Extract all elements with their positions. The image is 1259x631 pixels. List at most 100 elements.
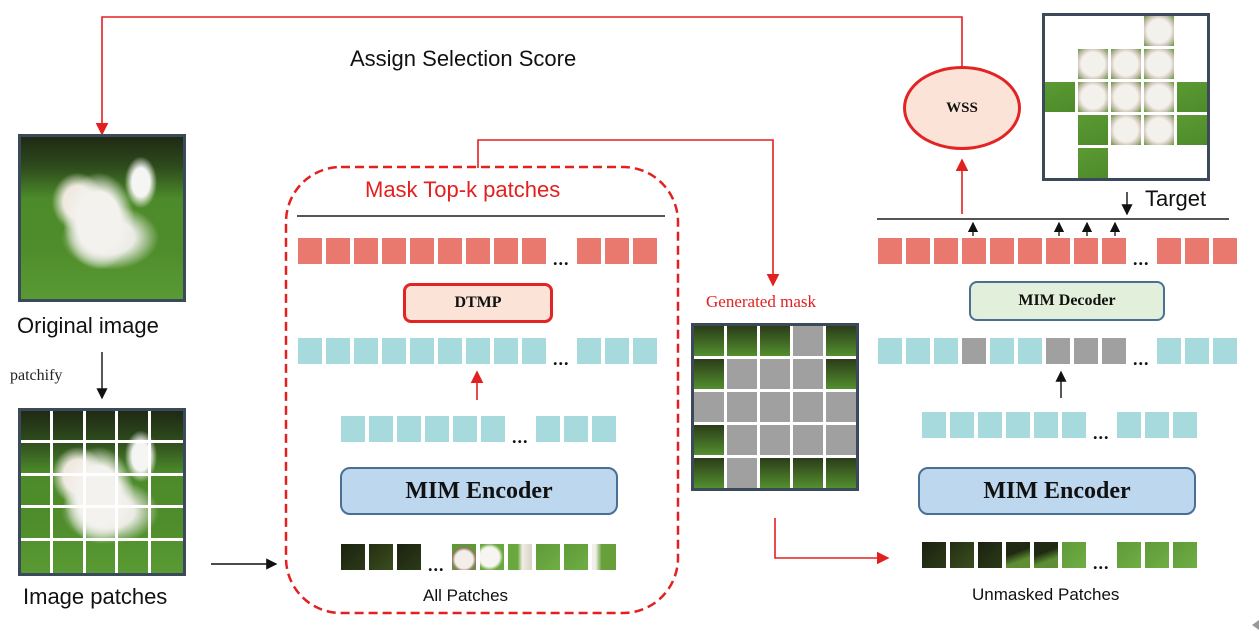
masked-patch [760, 392, 790, 422]
token [906, 338, 930, 364]
token [1006, 412, 1030, 438]
token [494, 238, 518, 264]
target-patch [1144, 115, 1174, 145]
token [1212, 238, 1237, 264]
token [1102, 238, 1126, 264]
image-patches [18, 408, 186, 576]
ellipsis: ... [1133, 249, 1150, 269]
masked-patch [826, 392, 856, 422]
ellipsis: ... [553, 349, 570, 369]
visible-patch [760, 326, 790, 356]
dtmp-input-row: ... [298, 338, 657, 369]
token [906, 238, 930, 264]
generated-mask [691, 323, 859, 491]
empty-patch [1111, 148, 1141, 178]
token [494, 338, 518, 364]
masked-scores-row: ... [298, 238, 657, 269]
token [354, 238, 378, 264]
target-patch [1144, 16, 1174, 46]
target-patch [1144, 49, 1174, 79]
token [1062, 412, 1086, 438]
masked-patch [760, 359, 790, 389]
token [962, 338, 986, 364]
mim-encoder-left[interactable]: MIM Encoder [340, 467, 618, 515]
token [1144, 542, 1169, 568]
token [604, 338, 629, 364]
token [1172, 542, 1197, 568]
empty-patch [1045, 115, 1075, 145]
masked-patch [826, 425, 856, 455]
empty-patch [1177, 49, 1207, 79]
masked-patch [793, 326, 823, 356]
token [962, 238, 986, 264]
dtmp-module[interactable]: DTMP [403, 283, 553, 323]
token [341, 416, 365, 442]
mim-encoder-label: MIM Encoder [405, 477, 553, 504]
target-patch [1111, 49, 1141, 79]
empty-patch [1177, 148, 1207, 178]
empty-patch [1045, 148, 1075, 178]
token [922, 412, 946, 438]
token [341, 544, 365, 570]
token [576, 338, 601, 364]
token [563, 416, 588, 442]
token [1062, 542, 1086, 568]
wss-module[interactable]: WSS [903, 66, 1021, 150]
mim-encoder-right-label: MIM Encoder [983, 477, 1131, 504]
diagram-title: Assign Selection Score [350, 46, 577, 71]
target-patch [1078, 115, 1108, 145]
decoder-input-row: ... [878, 338, 1237, 369]
mim-encoder-right[interactable]: MIM Encoder [918, 467, 1196, 515]
unmasked-patches-row: ... [922, 542, 1197, 573]
ellipsis: ... [553, 249, 570, 269]
target-patch [1144, 82, 1174, 112]
token [1184, 238, 1209, 264]
decoder-output-row: ... [878, 238, 1237, 269]
token [354, 338, 378, 364]
empty-patch [1144, 148, 1174, 178]
token [382, 338, 406, 364]
target-patch [1078, 148, 1108, 178]
unmasked-arrow [774, 518, 890, 565]
token [990, 338, 1014, 364]
target-patch [1177, 115, 1207, 145]
empty-patch [1177, 16, 1207, 46]
token [410, 238, 434, 264]
mim-decoder-label: MIM Decoder [1018, 292, 1116, 309]
visible-patch [694, 425, 724, 455]
masked-patch [727, 425, 757, 455]
token [535, 416, 560, 442]
unmasked-patches-caption: Unmasked Patches [972, 585, 1120, 604]
ellipsis: ... [1133, 349, 1150, 369]
token [481, 416, 505, 442]
visible-patch [826, 326, 856, 356]
token [522, 338, 546, 364]
target-patch [1177, 82, 1207, 112]
image-patches-label: Image patches [23, 584, 168, 609]
dtmp-label: DTMP [454, 294, 502, 311]
token [1156, 338, 1181, 364]
token [1046, 238, 1070, 264]
visible-patch [694, 326, 724, 356]
wss-label: WSS [946, 99, 978, 116]
target-image [1042, 13, 1210, 181]
token [466, 238, 490, 264]
token [1006, 542, 1030, 568]
token [604, 238, 629, 264]
loss-line [877, 218, 1229, 220]
target-patch [1111, 115, 1141, 145]
patchify-label: patchify [10, 367, 63, 384]
token [479, 544, 504, 570]
ellipsis: ... [428, 555, 445, 575]
token [1102, 338, 1126, 364]
token [1116, 542, 1141, 568]
token [298, 338, 322, 364]
target-patch [1045, 82, 1075, 112]
ellipsis: ... [1093, 553, 1110, 573]
mim-decoder[interactable]: MIM Decoder [969, 281, 1165, 321]
token [397, 416, 421, 442]
token [451, 544, 476, 570]
token [425, 416, 449, 442]
token [878, 338, 902, 364]
token [950, 542, 974, 568]
